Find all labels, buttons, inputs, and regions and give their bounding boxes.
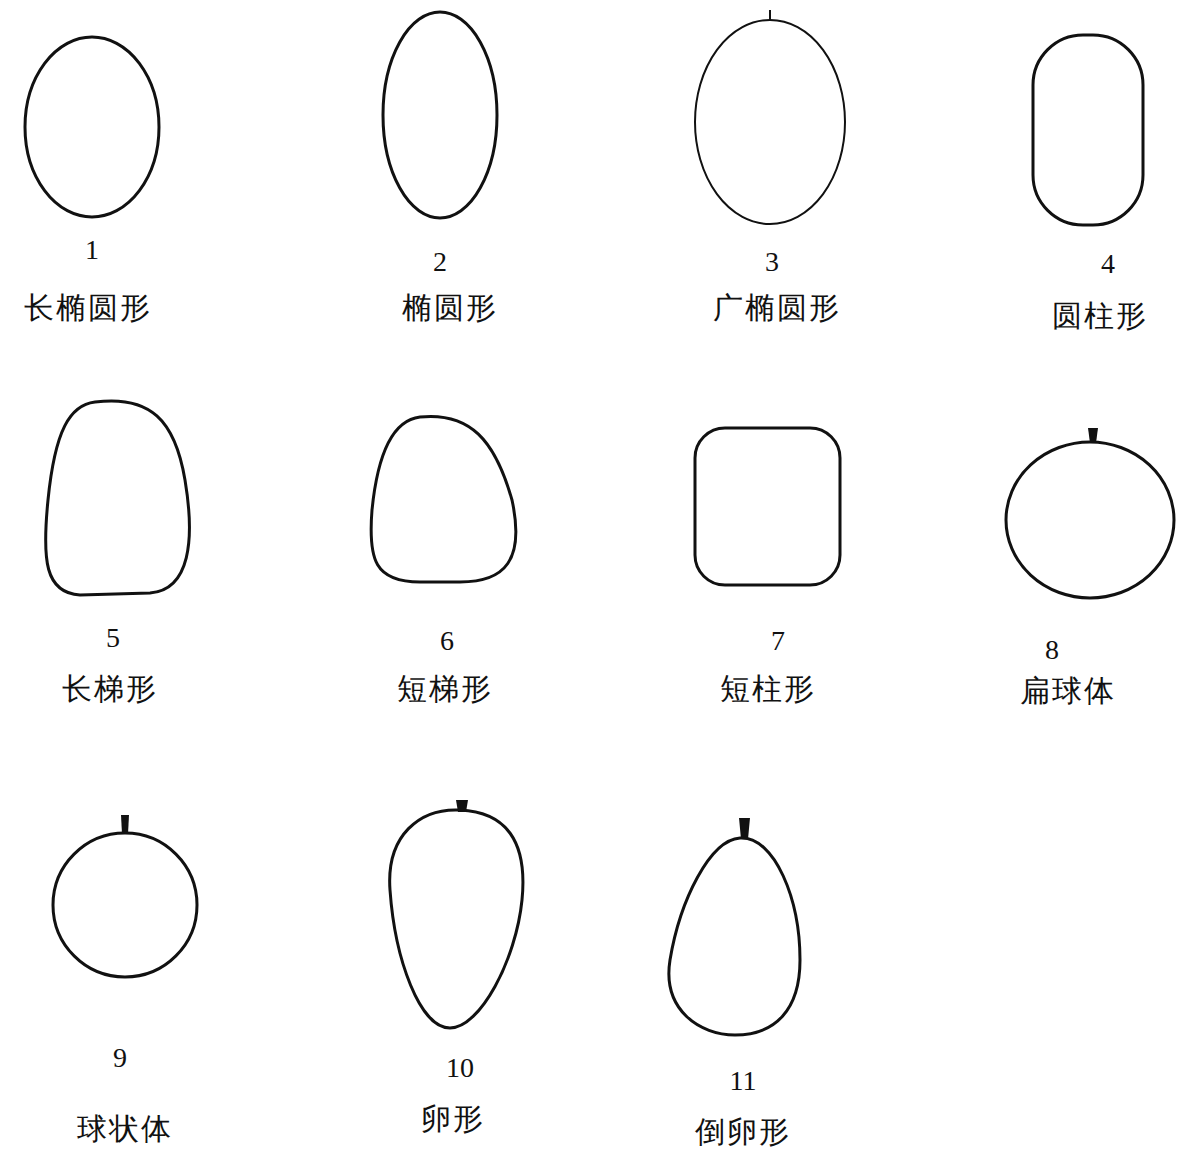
stem-mark (456, 800, 468, 812)
shape-name: 广椭圆形 (713, 291, 841, 324)
shape-name: 扁球体 (1020, 674, 1116, 707)
shape-name: 长梯形 (62, 672, 158, 705)
callout-number: 9 (113, 1043, 127, 1074)
broad-ellipse-shape (695, 20, 845, 224)
ovate-shape (390, 810, 523, 1028)
obovate-shape (669, 838, 800, 1035)
callout-number: 10 (446, 1053, 474, 1084)
globe-shape (53, 833, 197, 977)
long-trapezoid-shape (46, 401, 190, 595)
oblate-shape (1006, 442, 1174, 598)
cylinder-shape (1033, 35, 1143, 225)
stem-mark (121, 815, 129, 834)
ellipse-shape (383, 12, 497, 218)
callout-number: 8 (1045, 635, 1059, 666)
shape-name: 短梯形 (397, 672, 493, 705)
callout-number: 2 (433, 247, 447, 278)
callout-number: 3 (765, 247, 779, 278)
stem-mark (769, 10, 771, 20)
shape-name: 圆柱形 (1052, 299, 1148, 332)
callout-number: 6 (440, 626, 454, 657)
callout-number: 5 (106, 623, 120, 654)
callout-number: 4 (1101, 249, 1115, 280)
stem-mark (1088, 428, 1098, 443)
shape-name: 椭圆形 (402, 291, 498, 324)
short-cylinder-shape (695, 428, 840, 585)
long-ellipse-shape (25, 37, 159, 217)
shape-name: 倒卵形 (695, 1115, 791, 1148)
short-trapezoid-shape (371, 416, 516, 582)
callout-number: 1 (85, 235, 99, 266)
shape-name: 短柱形 (720, 672, 816, 705)
shape-name: 长椭圆形 (24, 291, 152, 324)
shape-name: 卵形 (421, 1102, 485, 1135)
callout-number: 11 (730, 1066, 757, 1097)
stem-mark (739, 818, 750, 839)
callout-number: 7 (771, 626, 785, 657)
shape-name: 球状体 (77, 1112, 173, 1145)
